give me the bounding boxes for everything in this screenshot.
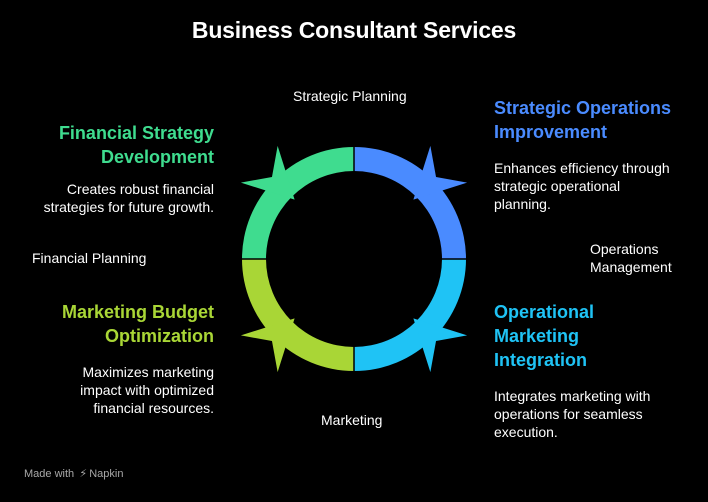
segment-strategic-operations-arrow [413,145,468,200]
desc-line: Maximizes marketing [82,364,214,380]
segment-financial-strategy-arrow [240,145,295,200]
segment-operational-marketing [354,259,466,371]
heading-line: Development [100,147,214,167]
heading-line: Optimization [105,326,214,346]
desc-marketing-budget: Maximizes marketing impact with optimize… [80,363,214,417]
axis-label-left: Financial Planning [32,250,147,266]
desc-financial-strategy: Creates robust financial strategies for … [44,180,214,216]
heading-line: Financial Strategy [58,123,214,143]
axis-label-bottom: Marketing [321,412,383,428]
heading-line: Marketing Budget [61,302,214,322]
desc-line: execution. [494,424,558,440]
cycle-diagram [236,141,472,377]
heading-line: Operational [494,302,595,322]
axis-label-right: Operations Management [590,240,672,276]
axis-label-line: Operations [590,241,659,257]
heading-line: Strategic Operations [494,98,672,118]
segment-marketing-budget-arrow [240,318,295,373]
heading-operational-marketing: Operational Marketing Integration [494,300,594,372]
heading-line: Improvement [494,122,608,142]
page-title: Business Consultant Services [191,17,517,43]
desc-line: Enhances efficiency through [494,160,670,176]
branding: Made with ⚡Napkin [24,467,123,480]
brand-name: Napkin [89,468,124,480]
segment-strategic-operations [354,147,466,259]
segment-financial-strategy [242,147,354,259]
axis-label-line: Management [590,259,672,275]
segment-marketing-budget [242,259,354,371]
desc-line: operations for seamless [494,406,643,422]
heading-line: Integration [494,350,587,370]
napkin-logo-icon: ⚡ [79,468,88,480]
desc-line: Integrates marketing with [494,388,651,404]
heading-marketing-budget: Marketing Budget Optimization [62,300,214,348]
heading-strategic-operations: Strategic Operations Improvement [494,96,671,144]
axis-label-top: Strategic Planning [293,88,407,104]
made-with-text: Made with [24,468,75,480]
desc-strategic-operations: Enhances efficiency through strategic op… [494,159,670,213]
heading-financial-strategy: Financial Strategy Development [59,121,214,169]
desc-line: financial resources. [93,400,214,416]
segment-operational-marketing-arrow [413,318,468,373]
heading-line: Marketing [494,326,580,346]
desc-line: strategies for future growth. [43,199,214,215]
desc-line: impact with optimized [80,382,214,398]
desc-line: strategic operational [494,178,621,194]
desc-line: planning. [494,196,551,212]
desc-operational-marketing: Integrates marketing with operations for… [494,387,650,441]
desc-line: Creates robust financial [66,181,214,197]
